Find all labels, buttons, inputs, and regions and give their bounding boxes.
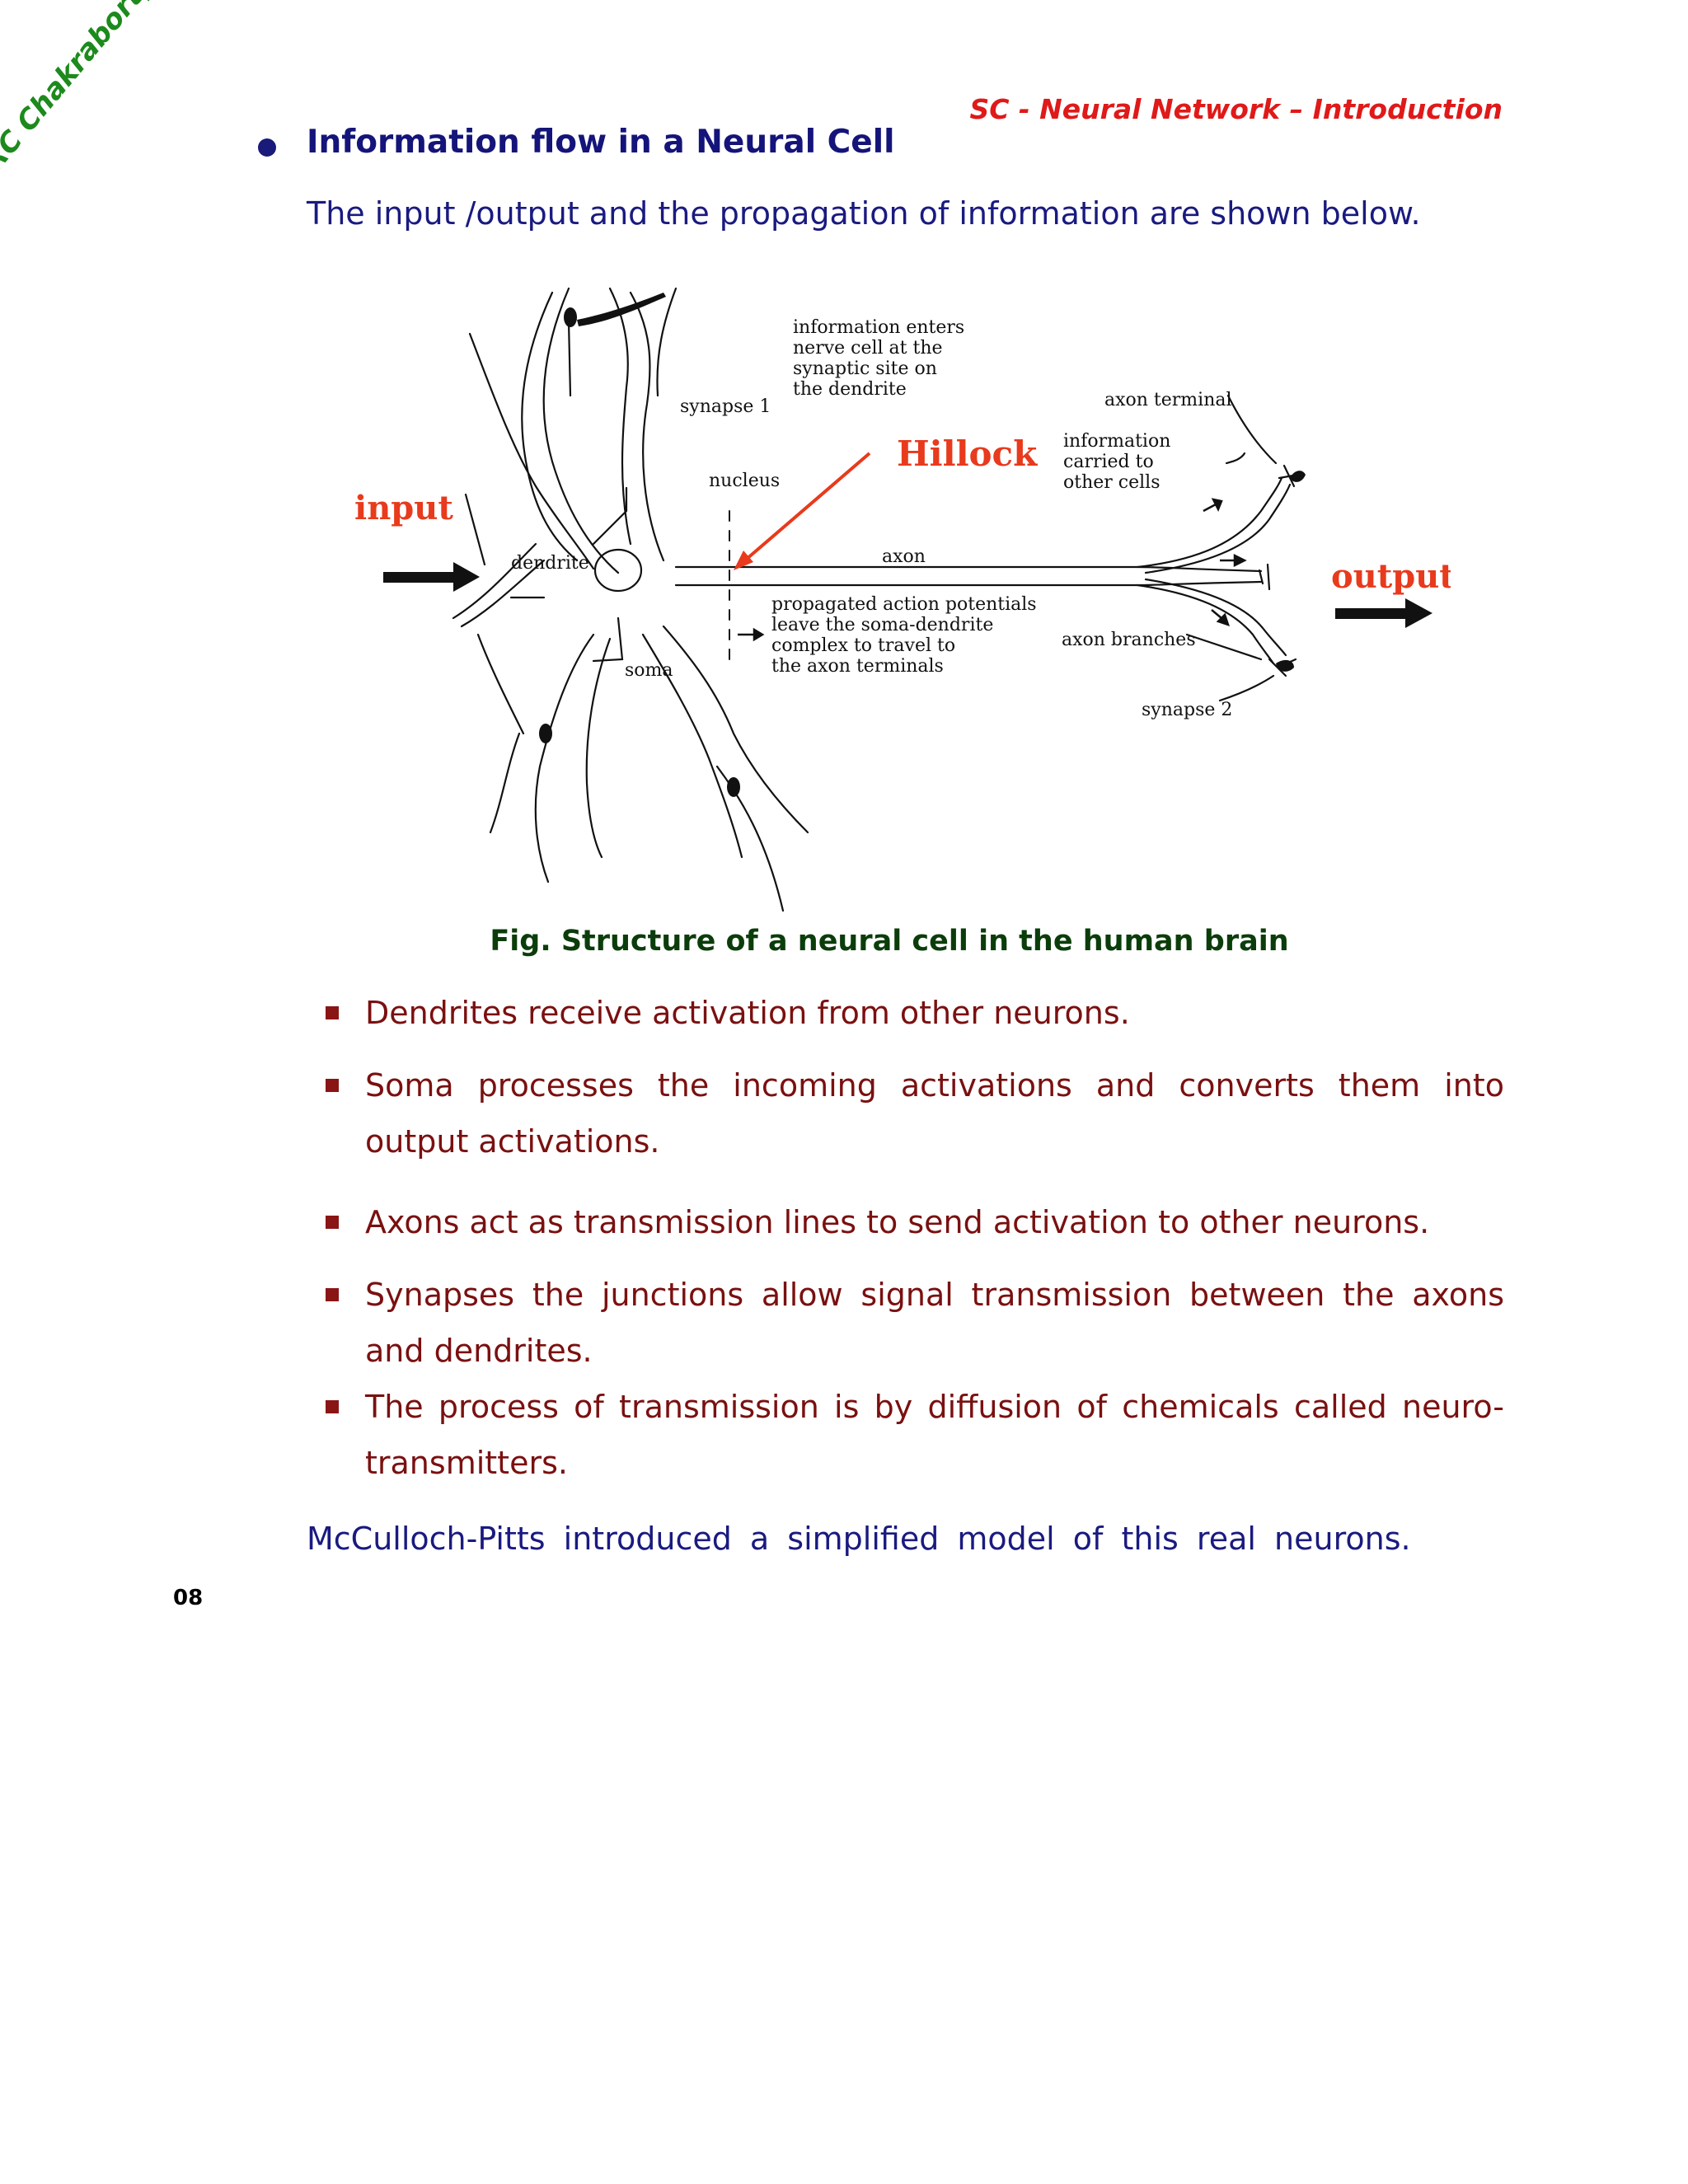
list-item-text: Axons act as transmission lines to send … bbox=[365, 1204, 1430, 1240]
propagated-line-4: the axon terminals bbox=[771, 656, 944, 677]
info-carried-line-2: carried to bbox=[1063, 452, 1154, 472]
info-enters-line-4: the dendrite bbox=[793, 379, 907, 400]
info-carried-line-3: other cells bbox=[1063, 472, 1160, 493]
square-bullet-icon bbox=[326, 1400, 339, 1413]
list-item-text: Dendrites receive activation from other … bbox=[365, 995, 1130, 1031]
info-enters-line-3: synaptic site on bbox=[793, 359, 937, 379]
info-enters-line-2: nerve cell at the bbox=[793, 338, 943, 359]
section-bullet-icon bbox=[258, 138, 276, 157]
propagated-line-2: leave the soma-dendrite bbox=[771, 615, 993, 635]
square-bullet-icon bbox=[326, 1079, 339, 1092]
input-label: input bbox=[354, 489, 453, 527]
synapse-1-label: synapse 1 bbox=[680, 396, 771, 417]
page-number: 08 bbox=[173, 1586, 204, 1610]
list-item-text: Synapses the junctions allow signal tran… bbox=[365, 1277, 1504, 1369]
intro-paragraph: The input /output and the propagation of… bbox=[307, 195, 1421, 232]
axon-branches-label: axon branches bbox=[1062, 630, 1196, 650]
axon-terminal-label: axon terminal bbox=[1104, 390, 1232, 410]
list-item: Axons act as transmission lines to send … bbox=[326, 1194, 1504, 1250]
hillock-label: Hillock bbox=[897, 434, 1038, 474]
synapse-2-label: synapse 2 bbox=[1142, 700, 1232, 720]
info-carried-line-1: information bbox=[1063, 431, 1170, 452]
closing-paragraph: McCulloch-Pitts introduced a simplified … bbox=[307, 1521, 1411, 1557]
propagated-line-3: complex to travel to bbox=[771, 635, 955, 656]
square-bullet-icon bbox=[326, 1288, 339, 1301]
square-bullet-icon bbox=[326, 1006, 339, 1019]
square-bullet-icon bbox=[326, 1216, 339, 1229]
dendrite-label: dendrite bbox=[511, 553, 589, 574]
list-item: The process of transmission is by diffus… bbox=[326, 1379, 1504, 1491]
section-title: Information flow in a Neural Cell bbox=[307, 124, 895, 161]
figure-caption: Fig. Structure of a neural cell in the h… bbox=[490, 925, 1289, 958]
output-label: output bbox=[1331, 557, 1451, 596]
list-item-text: Soma processes the incoming activations … bbox=[365, 1067, 1504, 1160]
nucleus-label: nucleus bbox=[709, 471, 780, 491]
running-header: SC - Neural Network – Introduction bbox=[969, 93, 1503, 125]
axon-label: axon bbox=[882, 546, 926, 567]
neural-cell-figure: input output Hillock information enters … bbox=[354, 287, 1451, 912]
list-item: Synapses the junctions allow signal tran… bbox=[326, 1267, 1504, 1379]
soma-label: soma bbox=[625, 660, 673, 681]
list-item-text: The process of transmission is by diffus… bbox=[365, 1389, 1504, 1481]
info-enters-line-1: information enters bbox=[793, 317, 964, 338]
hillock-arrow bbox=[734, 452, 871, 570]
list-item: Dendrites receive activation from other … bbox=[326, 985, 1504, 1041]
bullet-list: Dendrites receive activation from other … bbox=[326, 985, 1504, 1491]
list-item: Soma processes the incoming activations … bbox=[326, 1057, 1504, 1169]
propagated-line-1: propagated action potentials bbox=[771, 594, 1037, 615]
